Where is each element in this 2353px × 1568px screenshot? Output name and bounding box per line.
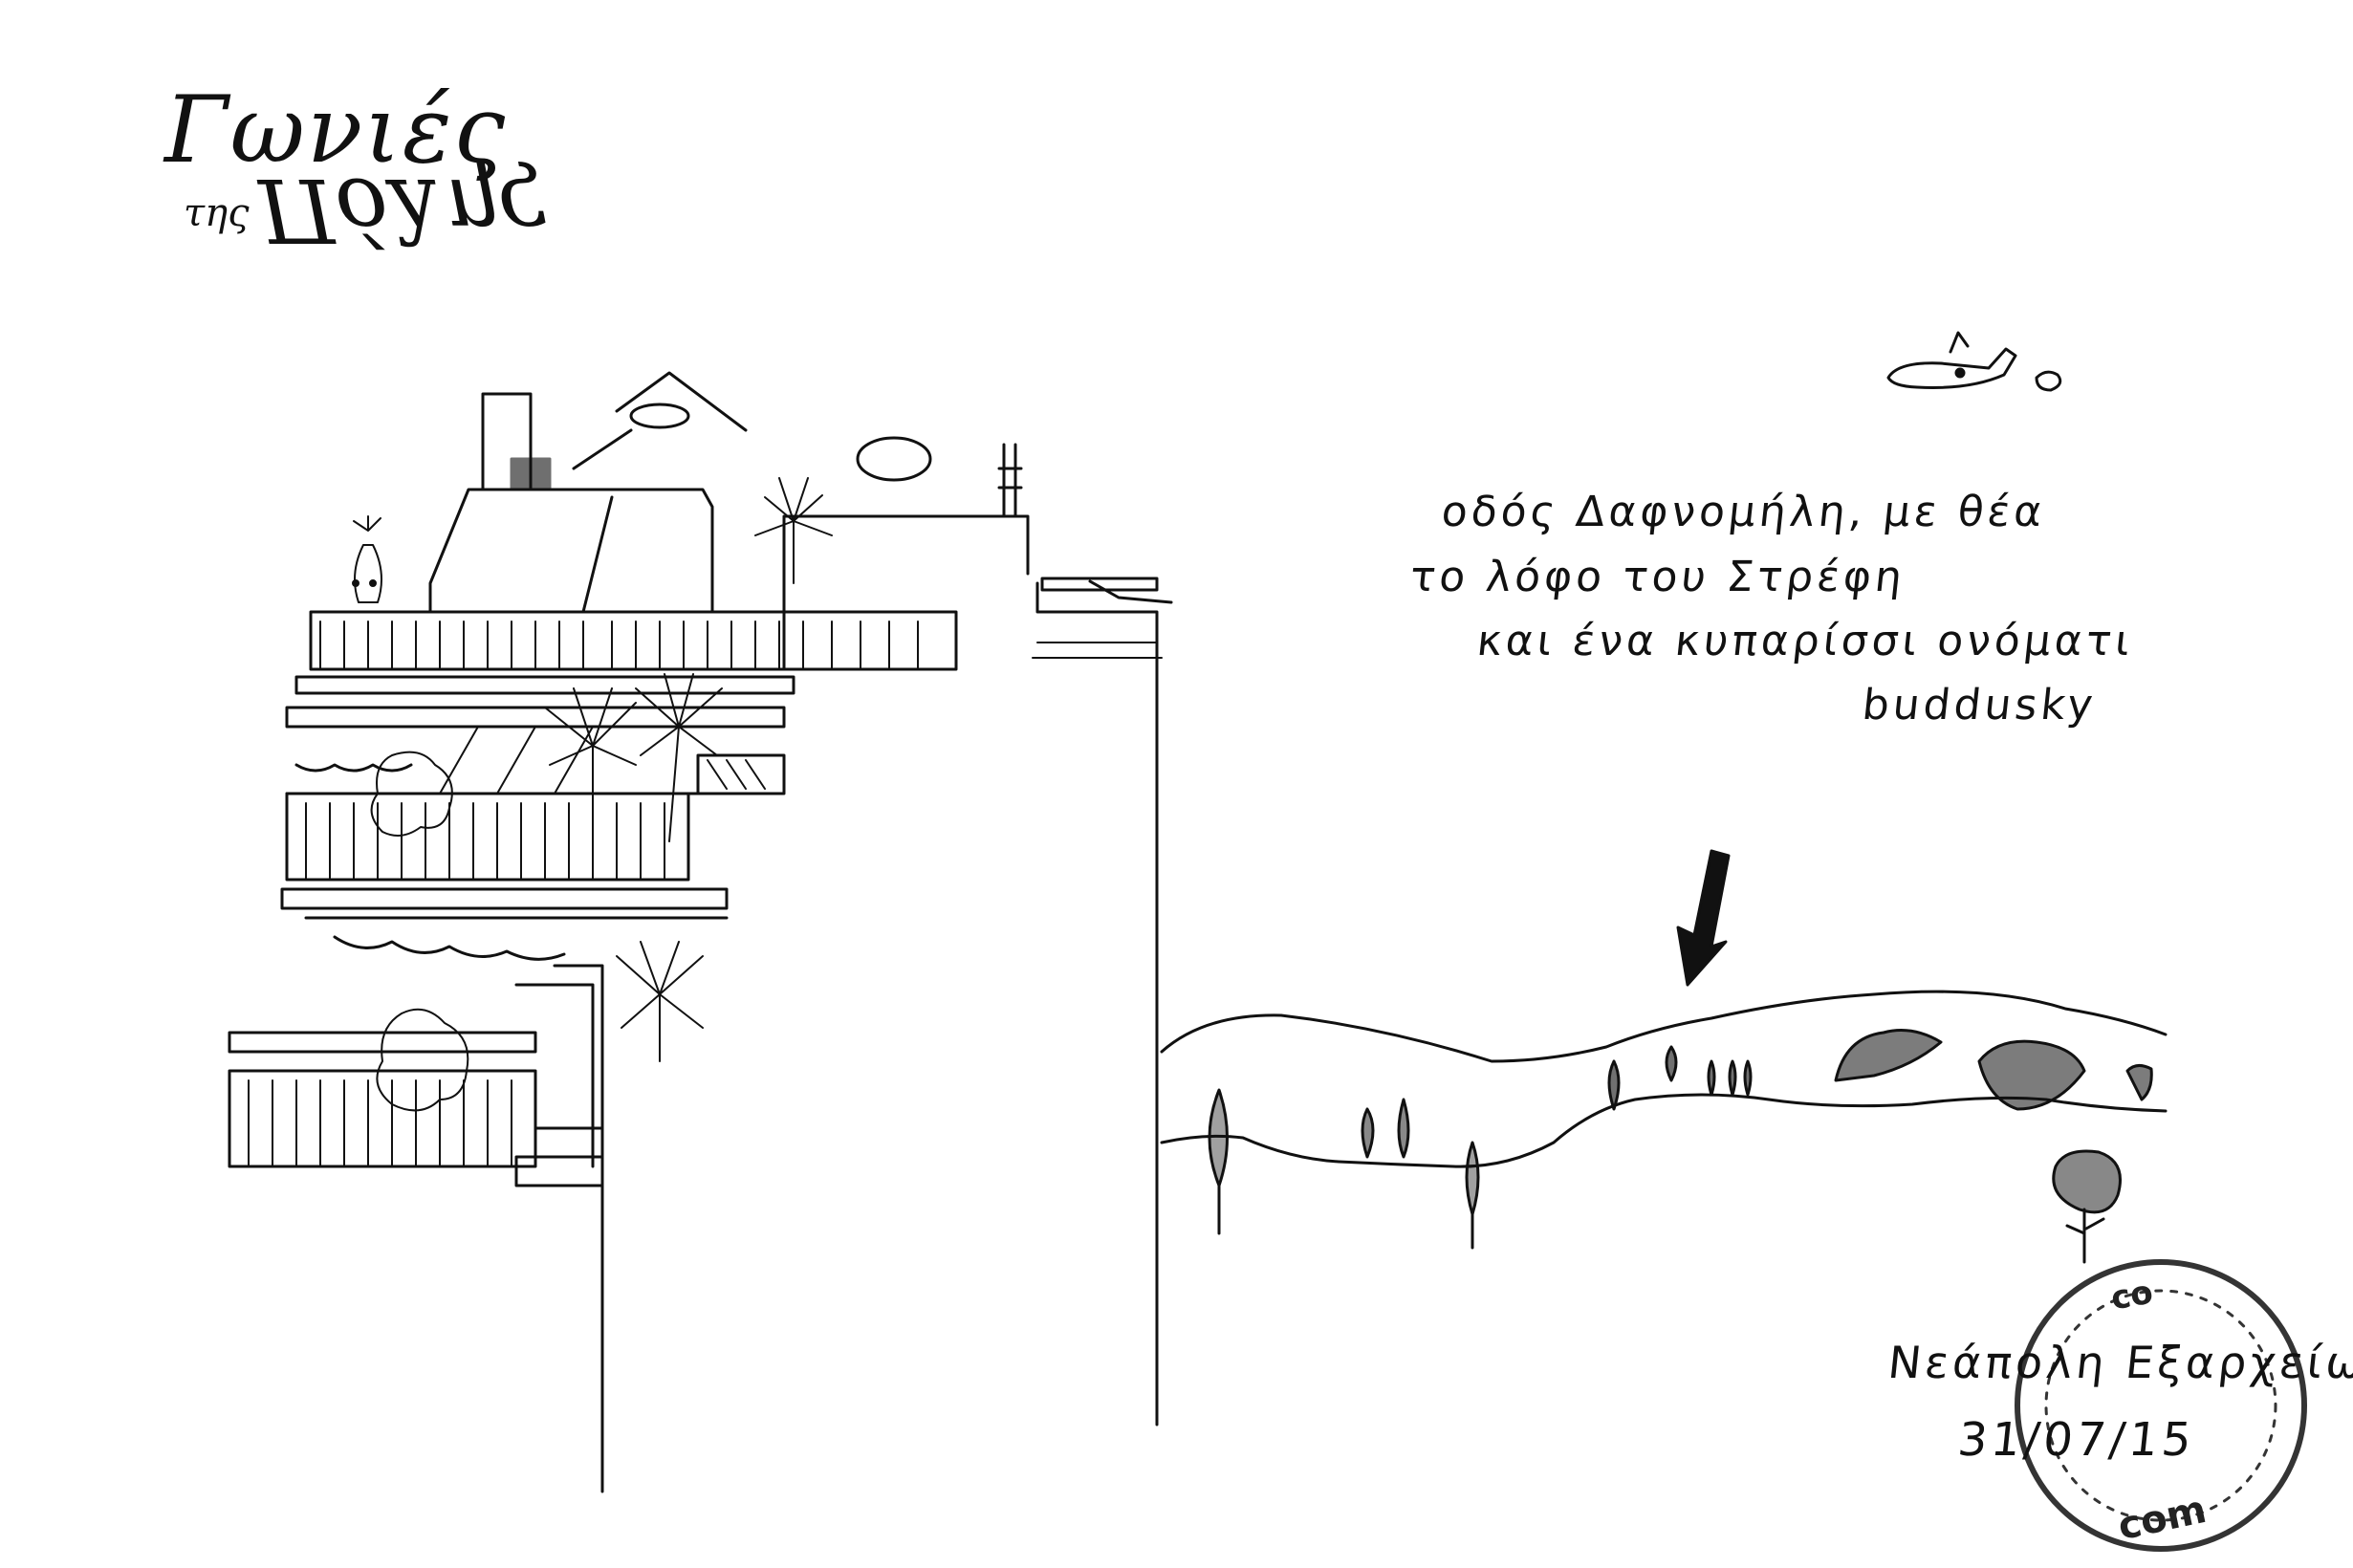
caption-line-2: το λόφο του Στρέφη (1407, 553, 1908, 601)
stamp-text-top: co (2107, 1273, 2156, 1318)
tree-icon (2052, 1149, 2122, 1264)
logo: Γωνιές της Πόλης (76, 67, 546, 287)
tall-building (600, 514, 1163, 1493)
balcony-plants (352, 477, 833, 1112)
logo-top-word: Γωνιές (164, 76, 508, 184)
airplane-icon (1886, 331, 2062, 392)
balconies (228, 610, 958, 1187)
caption-line-1: οδός Δαφνομήλη, με θέα (1439, 488, 2049, 536)
pointer-arrow (1676, 849, 1731, 987)
cypress-tree-icon (1208, 1088, 1229, 1235)
logo-small-word: της (184, 191, 250, 235)
signature-place: Νεάπολη Εξαρχείων (1885, 1337, 2353, 1388)
signature-date: 31/07/15 (1955, 1413, 2198, 1467)
postal-stamp (2015, 1259, 2307, 1552)
rooftop (428, 371, 1173, 614)
caption-line-3: και ένα κυπαρίσσι ονόματι (1474, 617, 2136, 665)
caption-line-4: buddusky (1860, 681, 2100, 730)
hill-landscape (1160, 849, 2168, 1264)
